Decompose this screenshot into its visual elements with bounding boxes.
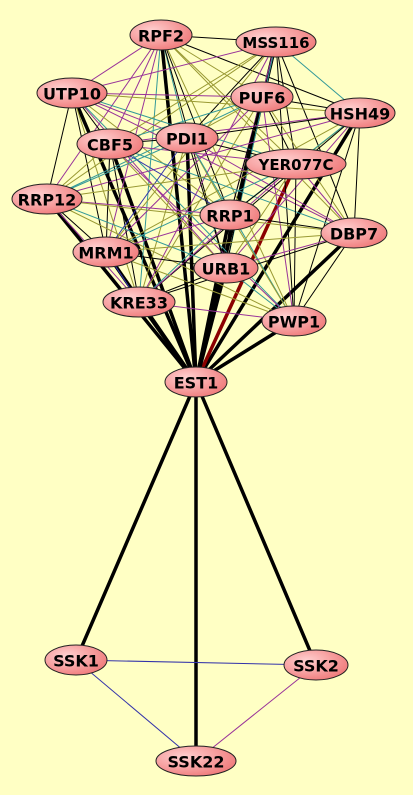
node-puf6[interactable]: PUF6 [230, 81, 294, 113]
edge-rrp1-kre33 [138, 214, 231, 303]
edge-rpf2-hsh49 [160, 34, 361, 114]
node-ssk22[interactable]: SSK22 [155, 745, 237, 777]
node-ellipse[interactable] [72, 236, 140, 268]
edge-est1-urb1 [194, 266, 228, 384]
node-ellipse[interactable] [193, 252, 259, 284]
node-ellipse[interactable] [230, 81, 294, 113]
edge-ssk1-ssk22 [75, 659, 197, 762]
node-ellipse[interactable] [235, 26, 317, 58]
edge-hsh49-cbf5 [109, 112, 361, 145]
edge-est1-dbp7 [194, 231, 356, 384]
edge-yer077c-kre33 [138, 163, 297, 303]
node-ellipse[interactable] [155, 745, 237, 777]
edge-cbf5-urb1 [109, 143, 227, 269]
node-ellipse[interactable] [324, 97, 396, 129]
node-pwp1[interactable]: PWP1 [261, 305, 327, 337]
edge-rpf2-rrp12 [46, 34, 162, 200]
node-ellipse[interactable] [155, 122, 219, 154]
node-ellipse[interactable] [44, 644, 108, 676]
edge-puf6-pwp1 [261, 96, 295, 322]
node-ellipse[interactable] [261, 305, 327, 337]
edge-est1-ssk1 [74, 380, 198, 662]
edge-yer077c-pwp1 [293, 163, 297, 322]
node-ellipse[interactable] [320, 217, 388, 249]
edge-pdi1-kre33 [138, 137, 188, 303]
node-ellipse[interactable] [36, 77, 108, 109]
edge-puf6-rrp1 [229, 96, 263, 216]
node-rrp1[interactable]: RRP1 [199, 199, 261, 231]
node-ellipse[interactable] [11, 183, 83, 215]
edge-rpf2-kre33 [138, 34, 162, 303]
edge-utp10-kre33 [71, 92, 140, 303]
edge-rpf2-cbf5 [109, 34, 162, 145]
node-est1[interactable]: EST1 [164, 366, 228, 398]
edge-pdi1-mrm1 [105, 137, 188, 253]
edge-est1-ssk2 [194, 380, 318, 667]
edge-mss116-pdi1 [186, 41, 277, 139]
edge-ssk1-ssk2 [75, 659, 317, 666]
edge-rpf2-yer077c [160, 34, 297, 165]
node-ellipse[interactable] [199, 199, 261, 231]
node-ssk1[interactable]: SSK1 [44, 644, 108, 676]
edge-rrp12-urb1 [46, 198, 227, 269]
node-mss116[interactable]: MSS116 [235, 26, 317, 58]
edge-puf6-mrm1 [105, 96, 263, 253]
edge-cbf5-pwp1 [109, 143, 295, 322]
edge-cbf5-kre33 [109, 143, 140, 303]
edge-est1-cbf5 [108, 142, 198, 384]
edge-mrm1-pwp1 [105, 251, 295, 322]
edge-rpf2-pwp1 [160, 34, 295, 322]
node-ssk2[interactable]: SSK2 [283, 649, 349, 681]
edge-dbp7-mrm1 [105, 232, 355, 253]
node-rrp12[interactable]: RRP12 [11, 183, 83, 215]
edge-hsh49-mrm1 [105, 112, 361, 253]
edge-utp10-dbp7 [71, 92, 355, 234]
node-yer077c[interactable]: YER077C [245, 148, 347, 180]
edge-hsh49-pwp1 [293, 112, 361, 322]
edge-mss116-cbf5 [109, 41, 277, 145]
edge-puf6-rrp12 [46, 96, 263, 200]
node-ellipse[interactable] [283, 649, 349, 681]
node-ellipse[interactable] [102, 286, 176, 318]
edge-cbf5-mrm1 [105, 143, 111, 253]
edge-utp10-urb1 [71, 92, 227, 269]
edge-utp10-rrp12 [46, 92, 73, 200]
node-kre33[interactable]: KRE33 [102, 286, 176, 318]
edge-utp10-hsh49 [71, 92, 361, 114]
node-ellipse[interactable] [245, 148, 347, 180]
node-ellipse[interactable] [164, 366, 228, 398]
edge-mss116-rrp12 [46, 41, 277, 200]
edge-cbf5-dbp7 [109, 143, 355, 234]
edge-ssk2-ssk22 [195, 664, 317, 762]
edge-rrp1-pwp1 [229, 214, 295, 322]
edge-yer077c-urb1 [225, 163, 297, 269]
node-hsh49[interactable]: HSH49 [324, 97, 396, 129]
node-cbf5[interactable]: CBF5 [76, 128, 144, 160]
edge-puf6-kre33 [138, 96, 263, 303]
node-pdi1[interactable]: PDI1 [155, 122, 219, 154]
edge-hsh49-rrp12 [46, 112, 361, 200]
edge-rrp12-pwp1 [46, 198, 295, 322]
edge-yer077c-mrm1 [105, 163, 297, 253]
edge-est1-rpf2 [159, 33, 198, 384]
edge-hsh49-dbp7 [353, 112, 361, 234]
node-ellipse[interactable] [76, 128, 144, 160]
edge-pdi1-urb1 [186, 137, 227, 269]
node-ellipse[interactable] [129, 19, 193, 51]
node-mrm1[interactable]: MRM1 [72, 236, 140, 268]
node-dbp7[interactable]: DBP7 [320, 217, 388, 249]
node-urb1[interactable]: URB1 [193, 252, 259, 284]
edge-rpf2-dbp7 [160, 34, 355, 234]
node-utp10[interactable]: UTP10 [36, 77, 108, 109]
node-rpf2[interactable]: RPF2 [129, 19, 193, 51]
edge-pdi1-dbp7 [186, 137, 355, 234]
